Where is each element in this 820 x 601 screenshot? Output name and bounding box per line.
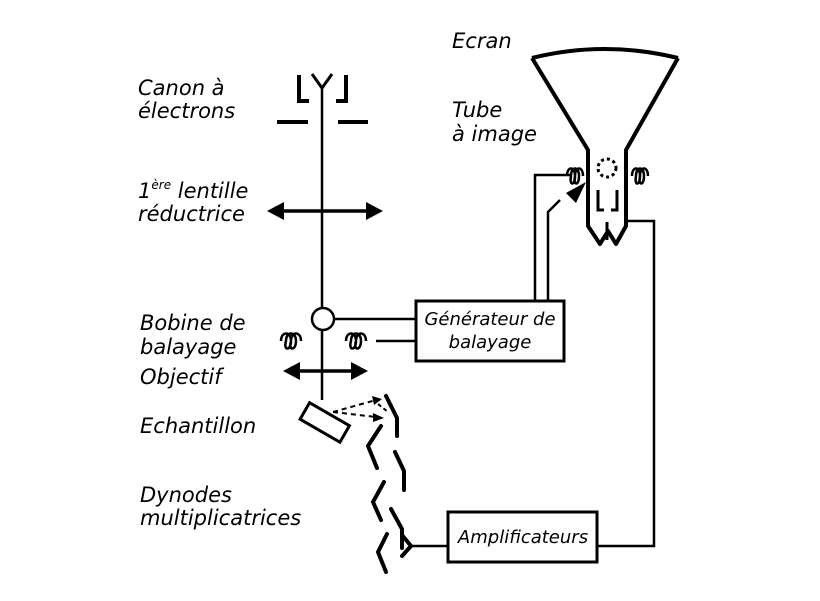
label-ecran: Ecran xyxy=(452,29,512,53)
amplifier-box: Amplificateurs xyxy=(446,510,599,564)
label-lentille-num: 1 xyxy=(138,179,151,203)
scan-generator-box: Générateur de balayage xyxy=(414,299,566,363)
crt-tube xyxy=(530,47,680,246)
generator-label-line1: Générateur de xyxy=(424,309,555,330)
dynode-5 xyxy=(389,507,404,550)
label-lentille-line1: 1ère lentille xyxy=(138,178,248,203)
label-canon-line2: électrons xyxy=(138,99,235,123)
wiring xyxy=(334,173,656,548)
dynode-4 xyxy=(371,480,386,522)
dynode-1 xyxy=(384,394,399,438)
sample xyxy=(298,400,352,445)
dynode-chain xyxy=(366,394,413,574)
label-canon-line1: Canon à xyxy=(138,76,225,100)
crt-coil-left xyxy=(565,167,585,185)
label-tube-line1: Tube xyxy=(452,98,502,122)
crt-screen xyxy=(531,47,679,60)
label-objectif: Objectif xyxy=(140,365,225,389)
scan-coil-left xyxy=(279,332,303,350)
label-lentille-line2: réductrice xyxy=(138,202,245,226)
label-bobine-line2: balayage xyxy=(140,335,236,359)
label-lentille-sup: ère xyxy=(151,178,171,192)
scan-coil-right xyxy=(344,332,368,350)
generator-label-line2: balayage xyxy=(449,332,532,353)
deflection-arrowhead xyxy=(566,182,586,203)
amplifier-label: Amplificateurs xyxy=(457,527,588,548)
label-bobine-line1: Bobine de xyxy=(140,311,246,335)
dynode-6 xyxy=(376,532,389,574)
dynode-2 xyxy=(366,424,383,470)
label-tube-line2: à image xyxy=(452,122,537,146)
dynode-3 xyxy=(393,450,406,492)
label-echantillon: Echantillon xyxy=(140,414,256,438)
crt-inner-gun xyxy=(596,157,619,240)
label-lentille-rest: lentille xyxy=(171,179,248,203)
first-lens-arrow xyxy=(267,202,383,220)
crt-coil-right xyxy=(630,167,650,185)
label-dynodes-line1: Dynodes xyxy=(140,483,232,507)
secondary-electron-rays xyxy=(332,396,389,422)
scan-deflector-ring xyxy=(310,306,336,332)
label-dynodes-line2: multiplicatrices xyxy=(140,506,301,530)
objective-lens-arrow xyxy=(283,362,368,380)
